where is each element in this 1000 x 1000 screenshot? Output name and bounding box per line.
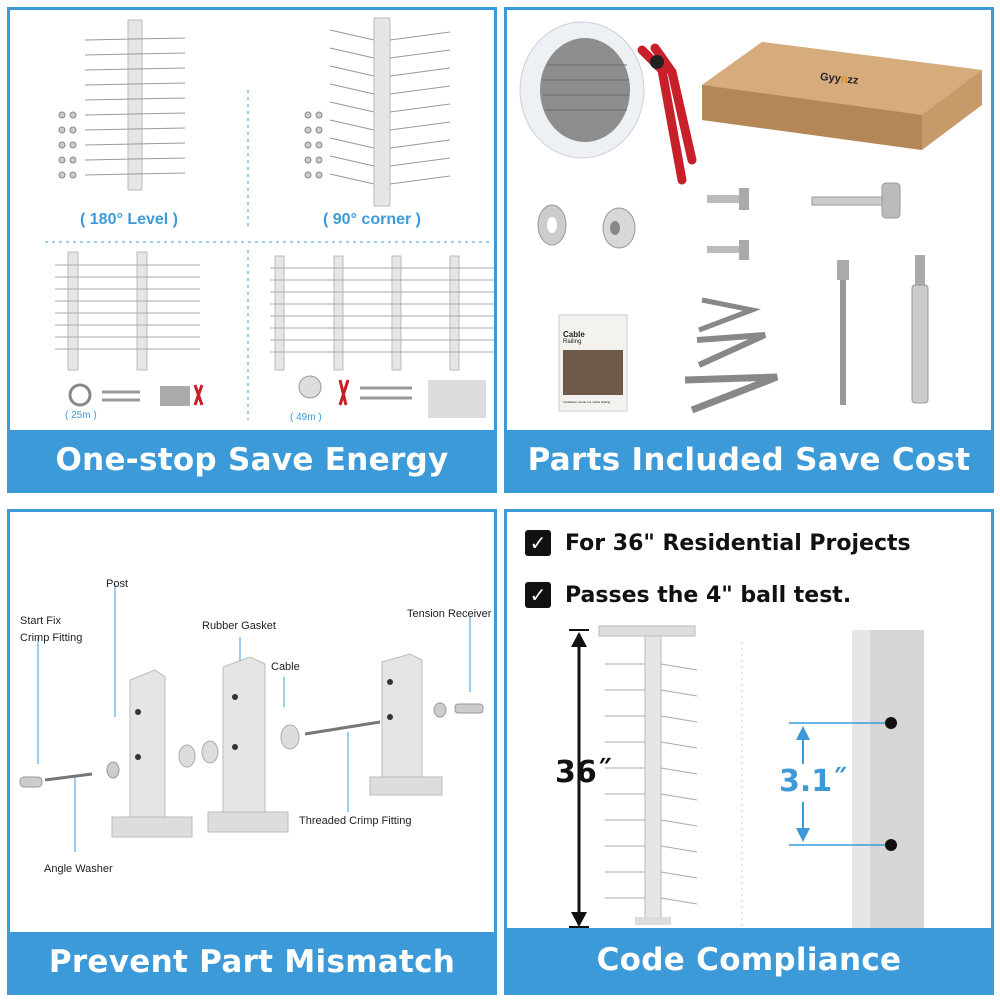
energy-banner: One-stop Save Energy	[10, 430, 494, 490]
label-angle-washer: Angle Washer	[44, 863, 113, 875]
label-tension-receiver: Tension Receiver	[407, 608, 492, 620]
label-rubber-gasket: Rubber Gasket	[202, 620, 276, 632]
label-threaded-crimp: Threaded Crimp Fitting	[299, 815, 412, 827]
spacing-label: 3.1˝	[779, 764, 848, 799]
check-text-residential: For 36" Residential Projects	[565, 530, 911, 556]
manual-footer: Installation Guide For Cable Railing	[563, 400, 611, 404]
railing-illustrations	[45, 17, 494, 420]
level-label: ( 180° Level )	[80, 211, 178, 228]
label-start-fix: Start Fix	[20, 615, 61, 627]
label-cable: Cable	[271, 661, 300, 673]
parts-banner: Parts Included Save Cost	[507, 430, 991, 490]
kit-large-label: ( 49m )	[290, 412, 322, 423]
energy-panel: ( 180° Level ) ( 90° corner ) ( 25m ) ( …	[7, 7, 497, 493]
check-row-ball-test: ✓ Passes the 4" ball test.	[525, 582, 851, 608]
kit-small-label: ( 25m )	[65, 410, 97, 421]
mismatch-banner: Prevent Part Mismatch	[10, 932, 494, 992]
check-text-ball-test: Passes the 4" ball test.	[565, 582, 852, 608]
mismatch-panel: Start Fix Crimp Fitting Post Rubber Gask…	[7, 509, 497, 995]
label-crimp-fitting: Crimp Fitting	[20, 632, 83, 644]
corner-label: ( 90° corner )	[323, 211, 421, 228]
compliance-diagram	[569, 625, 924, 930]
manual-title: Cable	[563, 330, 585, 339]
manual-subtitle: Railing	[563, 339, 582, 345]
compliance-banner: Code Compliance	[507, 928, 991, 992]
exploded-diagram	[19, 584, 484, 852]
height-label: 36˝	[555, 755, 612, 790]
parts-illustrations	[519, 21, 982, 414]
compliance-panel: ✓ For 36" Residential Projects ✓ Passes …	[504, 509, 994, 995]
check-icon: ✓	[525, 530, 551, 556]
parts-panel: Gyynzz Cable Railing Installation Guide …	[504, 7, 994, 493]
label-post: Post	[106, 578, 129, 590]
check-icon: ✓	[525, 582, 551, 608]
check-row-residential: ✓ For 36" Residential Projects	[525, 530, 911, 556]
